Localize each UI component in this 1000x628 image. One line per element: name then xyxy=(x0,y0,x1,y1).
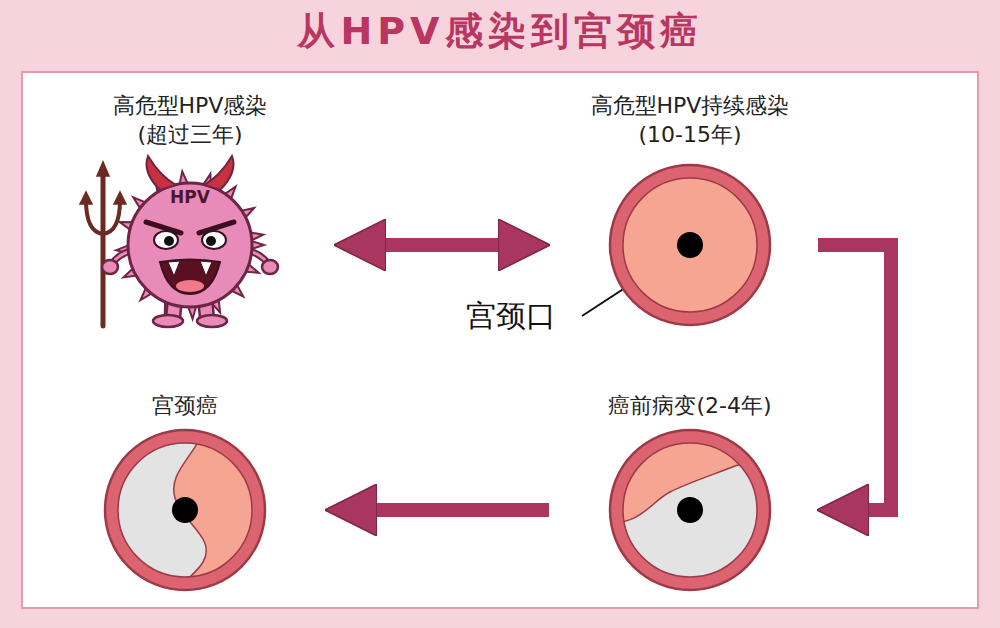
virus-spikes xyxy=(116,171,264,319)
stage-heading: 癌前病变(2-4年) xyxy=(582,392,798,421)
hpv-monster xyxy=(80,156,278,327)
diagram-title: 从HPV感染到宫颈癌 xyxy=(0,6,1000,57)
tissue-edge xyxy=(623,443,757,577)
trident xyxy=(80,162,126,326)
stage-heading: 高危型HPV感染 (超过三年) xyxy=(101,92,279,149)
callout-label: 宫颈口 xyxy=(466,296,556,337)
tissue-edge xyxy=(118,443,252,577)
virus-label: HPV xyxy=(170,187,210,207)
lesion-area xyxy=(95,420,207,600)
cervix-node: 癌前病变(2-4年) xyxy=(574,392,806,602)
fangs xyxy=(168,261,212,276)
pupil xyxy=(164,236,174,246)
flow-arrow xyxy=(365,238,519,252)
tissue-edge xyxy=(623,178,757,312)
stage-heading: 宫颈癌 xyxy=(77,392,293,421)
cervical-os xyxy=(172,497,198,523)
flow-arrow xyxy=(356,503,549,517)
tongue xyxy=(176,280,204,292)
virus-node: 高危型HPV感染 (超过三年) HPV xyxy=(70,92,310,332)
eye xyxy=(202,231,226,249)
horn xyxy=(204,156,234,190)
mouth xyxy=(160,260,220,295)
eye xyxy=(154,231,178,249)
cervical-os xyxy=(677,232,703,258)
monster-limbs xyxy=(102,250,278,327)
cervical-os xyxy=(677,497,703,523)
cervix-shape xyxy=(69,392,301,602)
cervix-tissue xyxy=(623,178,757,312)
stage-heading: 高危型HPV持续感染 (10-15年) xyxy=(582,92,798,149)
cervix-ring xyxy=(610,165,770,325)
cervix-node: 高危型HPV持续感染 (10-15年) xyxy=(574,92,806,332)
cervix-shape xyxy=(574,392,806,602)
pupil xyxy=(206,236,216,246)
flow-arrow xyxy=(818,245,891,510)
virus-body xyxy=(128,183,252,307)
horn xyxy=(147,156,177,190)
cervix-node: 宫颈癌 xyxy=(69,392,301,602)
brows xyxy=(146,222,234,233)
white-panel xyxy=(22,72,978,608)
